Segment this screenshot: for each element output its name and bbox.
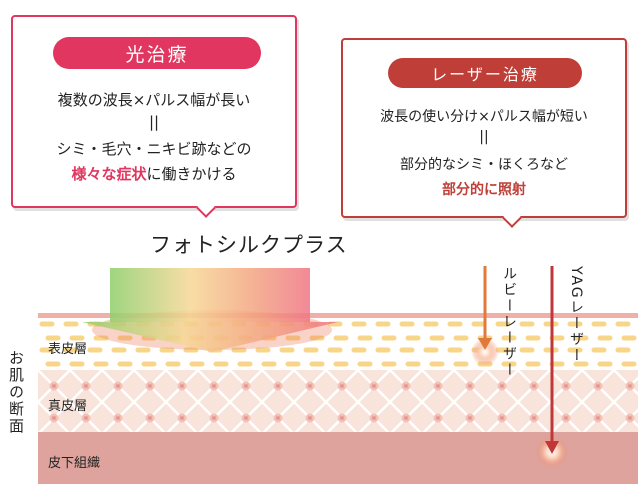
laser-line-4: 部分的に照射 — [343, 179, 625, 199]
photosilk-light-arrow — [82, 268, 338, 352]
dermis-label: 真皮層 — [48, 399, 88, 414]
laser-line-3: 部分的なシミ・ほくろなど — [400, 157, 568, 173]
ruby-laser-arrow — [478, 266, 492, 350]
ruby-laser-label: ルビーレーザー — [501, 266, 517, 378]
skin-section-label: お肌の断面 — [7, 350, 25, 435]
dermis-layer — [38, 370, 638, 432]
light-highlight: 様々な症状 — [71, 165, 147, 183]
laser-equals: || — [479, 129, 489, 145]
laser-highlight: 部分的に照射 — [442, 182, 526, 198]
ruby-laser-spot — [471, 338, 499, 366]
light-line-3: シミ・毛穴・ニキビ跡などの — [56, 140, 252, 158]
light-line-4-rest: に働きかける — [146, 165, 237, 183]
yag-laser-arrow — [545, 266, 559, 454]
light-line-4: 様々な症状に働きかける — [13, 163, 295, 184]
light-line-1: 複数の波長×パルス幅が長い — [57, 91, 251, 109]
subcutaneous-label: 皮下組織 — [48, 456, 101, 471]
yag-laser-label: YAGレーザー — [568, 266, 584, 364]
photosilk-plus-title: フォトシルクプラス — [150, 233, 348, 257]
epidermis-label: 表皮層 — [48, 342, 88, 357]
laser-treatment-callout: レーザー治療 波長の使い分け×パルス幅が短い || 部分的なシミ・ほくろなど 部… — [341, 38, 627, 228]
light-treatment-badge: 光治療 — [53, 37, 261, 69]
light-treatment-callout: 光治療 複数の波長×パルス幅が長い || シミ・毛穴・ニキビ跡などの 様々な症状… — [11, 15, 297, 218]
laser-treatment-badge: レーザー治療 — [388, 58, 582, 88]
skin-surface — [38, 313, 638, 318]
laser-line-1: 波長の使い分け×パルス幅が短い — [380, 109, 588, 125]
light-equals: || — [148, 113, 160, 131]
